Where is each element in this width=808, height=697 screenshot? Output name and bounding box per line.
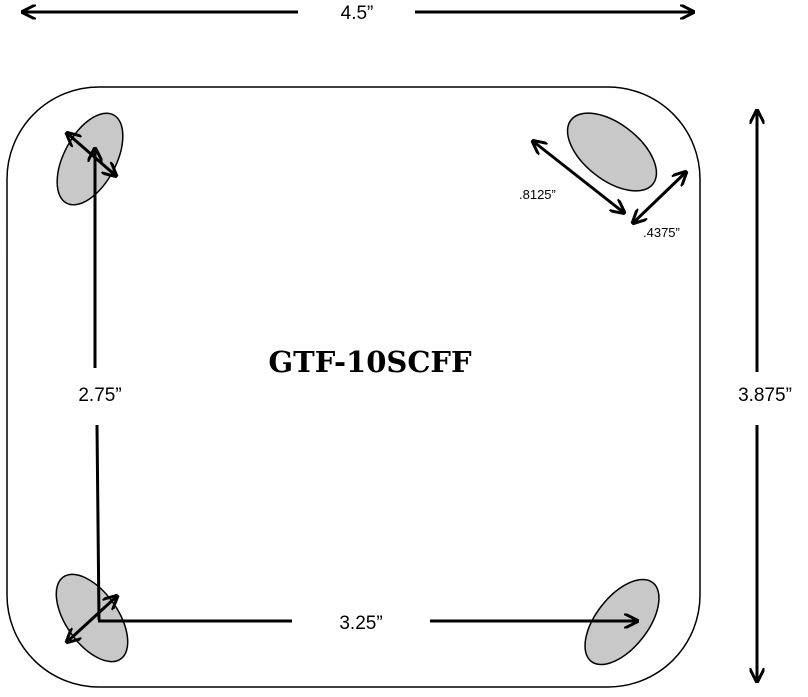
overall-width-label: 4.5” [341,3,374,24]
pad-outline [6,86,701,688]
horizontal-spacing-label: 3.25” [339,613,382,634]
foot-tl-arrow [68,134,115,175]
foot-length-label: .8125” [519,187,556,202]
foot-width-arrow [634,173,685,222]
foot-length-arrow [534,142,623,212]
vertical-spacing-arrow-bottom [95,424,101,621]
foot-bl-arrow [68,597,116,641]
foot-width-label: .4375” [643,225,680,240]
overall-height-label: 3.875” [738,385,792,406]
vertical-spacing-label: 2.75” [78,385,121,406]
model-title: GTF-10SCFF [268,345,472,379]
